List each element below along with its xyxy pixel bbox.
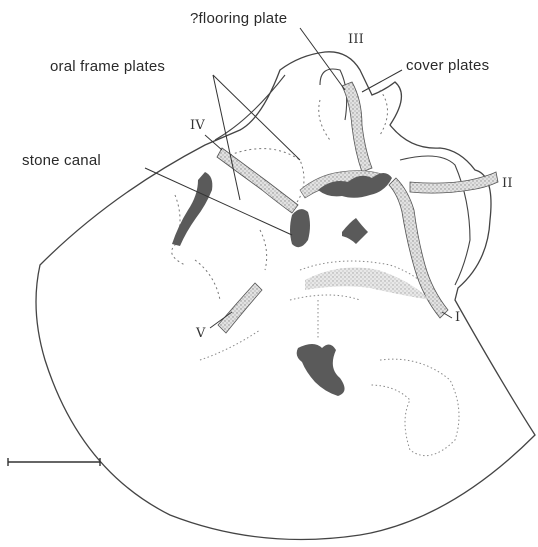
label-oral-frame-plates: oral frame plates [50, 58, 165, 75]
ray-numeral-iv: IV [190, 118, 205, 133]
ray-numeral-ii: II [502, 176, 513, 191]
label-cover-plates: cover plates [406, 57, 489, 74]
specimen-outline [36, 52, 535, 540]
ray-numeral-v: V [196, 326, 206, 341]
scale-bar [8, 458, 100, 466]
label-stone-canal: stone canal [22, 152, 101, 169]
label-flooring-plate: ?flooring plate [190, 10, 287, 27]
ray-numeral-i: I [455, 310, 460, 325]
ray-numeral-iii: III [348, 32, 364, 47]
